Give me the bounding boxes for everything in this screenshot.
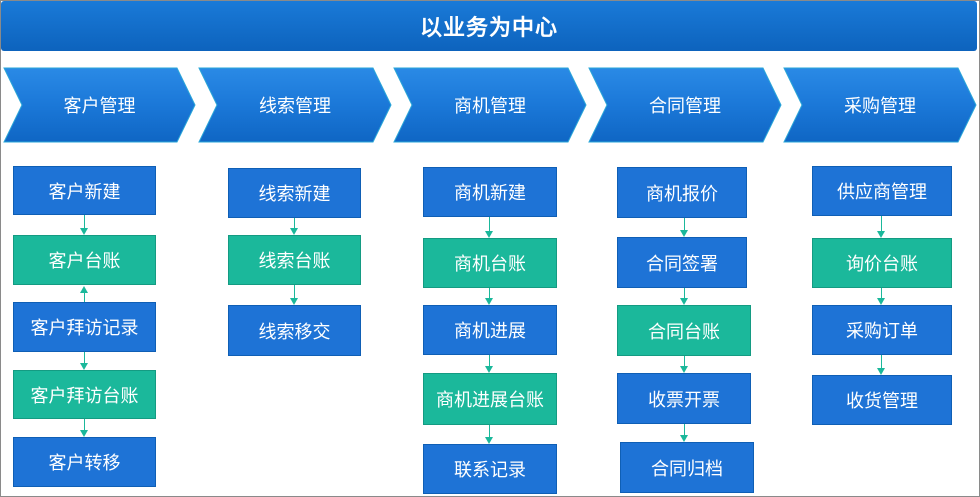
arrow-down-icon [485,366,493,373]
box-contract-archive: 合同归档 [620,442,754,493]
arrow-down-icon [680,298,688,305]
box-lead-handover: 线索移交 [228,305,361,356]
box-customer-visit-ledger: 客户拜访台账 [13,370,156,419]
connector-line [881,355,882,368]
box-opportunity-create: 商机新建 [423,167,557,217]
stage-label-contract: 合同管理 [649,96,721,117]
box-customer-ledger: 客户台账 [13,235,156,285]
arrow-down-icon [877,231,885,238]
chevron-stage-2 [198,67,392,143]
chevron-stage-5 [783,67,977,143]
arrow-up-icon [80,286,88,293]
box-contact-record: 联系记录 [423,444,557,494]
box-lead-create: 线索新建 [228,168,361,218]
box-purchase-order: 采购订单 [812,305,952,355]
box-invoicing: 收票开票 [617,373,751,424]
stage-label-purchase: 采购管理 [844,96,916,117]
box-contract-ledger: 合同台账 [617,305,751,356]
box-opportunity-progress-ledger: 商机进展台账 [423,373,557,425]
arrow-down-icon [680,366,688,373]
connector-line [489,288,490,298]
connector-line [294,218,295,228]
connector-line [881,288,882,298]
box-goods-receipt: 收货管理 [812,375,952,425]
stage-label-lead: 线索管理 [259,96,331,117]
connector-line [489,425,490,437]
connector-line [684,288,685,298]
connector-line [881,216,882,231]
box-opportunity-progress: 商机进展 [423,305,557,355]
connector-line [294,285,295,298]
arrow-down-icon [680,435,688,442]
stage-label-customer: 客户管理 [63,96,136,117]
arrow-down-icon [680,230,688,237]
connector-line [684,356,685,366]
box-customer-transfer: 客户转移 [13,437,156,487]
chevron-stage-1 [3,67,196,143]
arrow-down-icon [485,231,493,238]
connector-line [684,218,685,230]
connector-line [84,215,85,228]
arrow-down-icon [485,437,493,444]
arrow-down-icon [80,430,88,437]
connector-line [84,293,85,302]
box-customer-create: 客户新建 [13,166,156,215]
box-lead-ledger: 线索台账 [228,235,361,285]
arrow-down-icon [877,368,885,375]
connector-line [489,217,490,231]
diagram-title: 以业务为中心 [1,1,977,51]
arrow-down-icon [80,363,88,370]
box-opportunity-ledger: 商机台账 [423,238,557,288]
connector-line [84,419,85,430]
stage-label-opportunity: 商机管理 [454,96,526,117]
box-contract-sign: 合同签署 [617,237,747,288]
arrow-down-icon [877,298,885,305]
box-quotation: 商机报价 [617,167,747,218]
arrow-down-icon [290,228,298,235]
box-customer-visit-record: 客户拜访记录 [13,302,156,352]
chevron-stage-3 [393,67,587,143]
connector-line [489,355,490,366]
arrow-down-icon [485,298,493,305]
chevron-stage-4 [588,67,782,143]
arrow-down-icon [80,228,88,235]
connector-line [684,424,685,435]
box-supplier-management: 供应商管理 [812,166,952,216]
box-inquiry-ledger: 询价台账 [812,238,952,288]
arrow-down-icon [290,298,298,305]
stage-chevrons [3,67,977,143]
connector-line [84,352,85,363]
